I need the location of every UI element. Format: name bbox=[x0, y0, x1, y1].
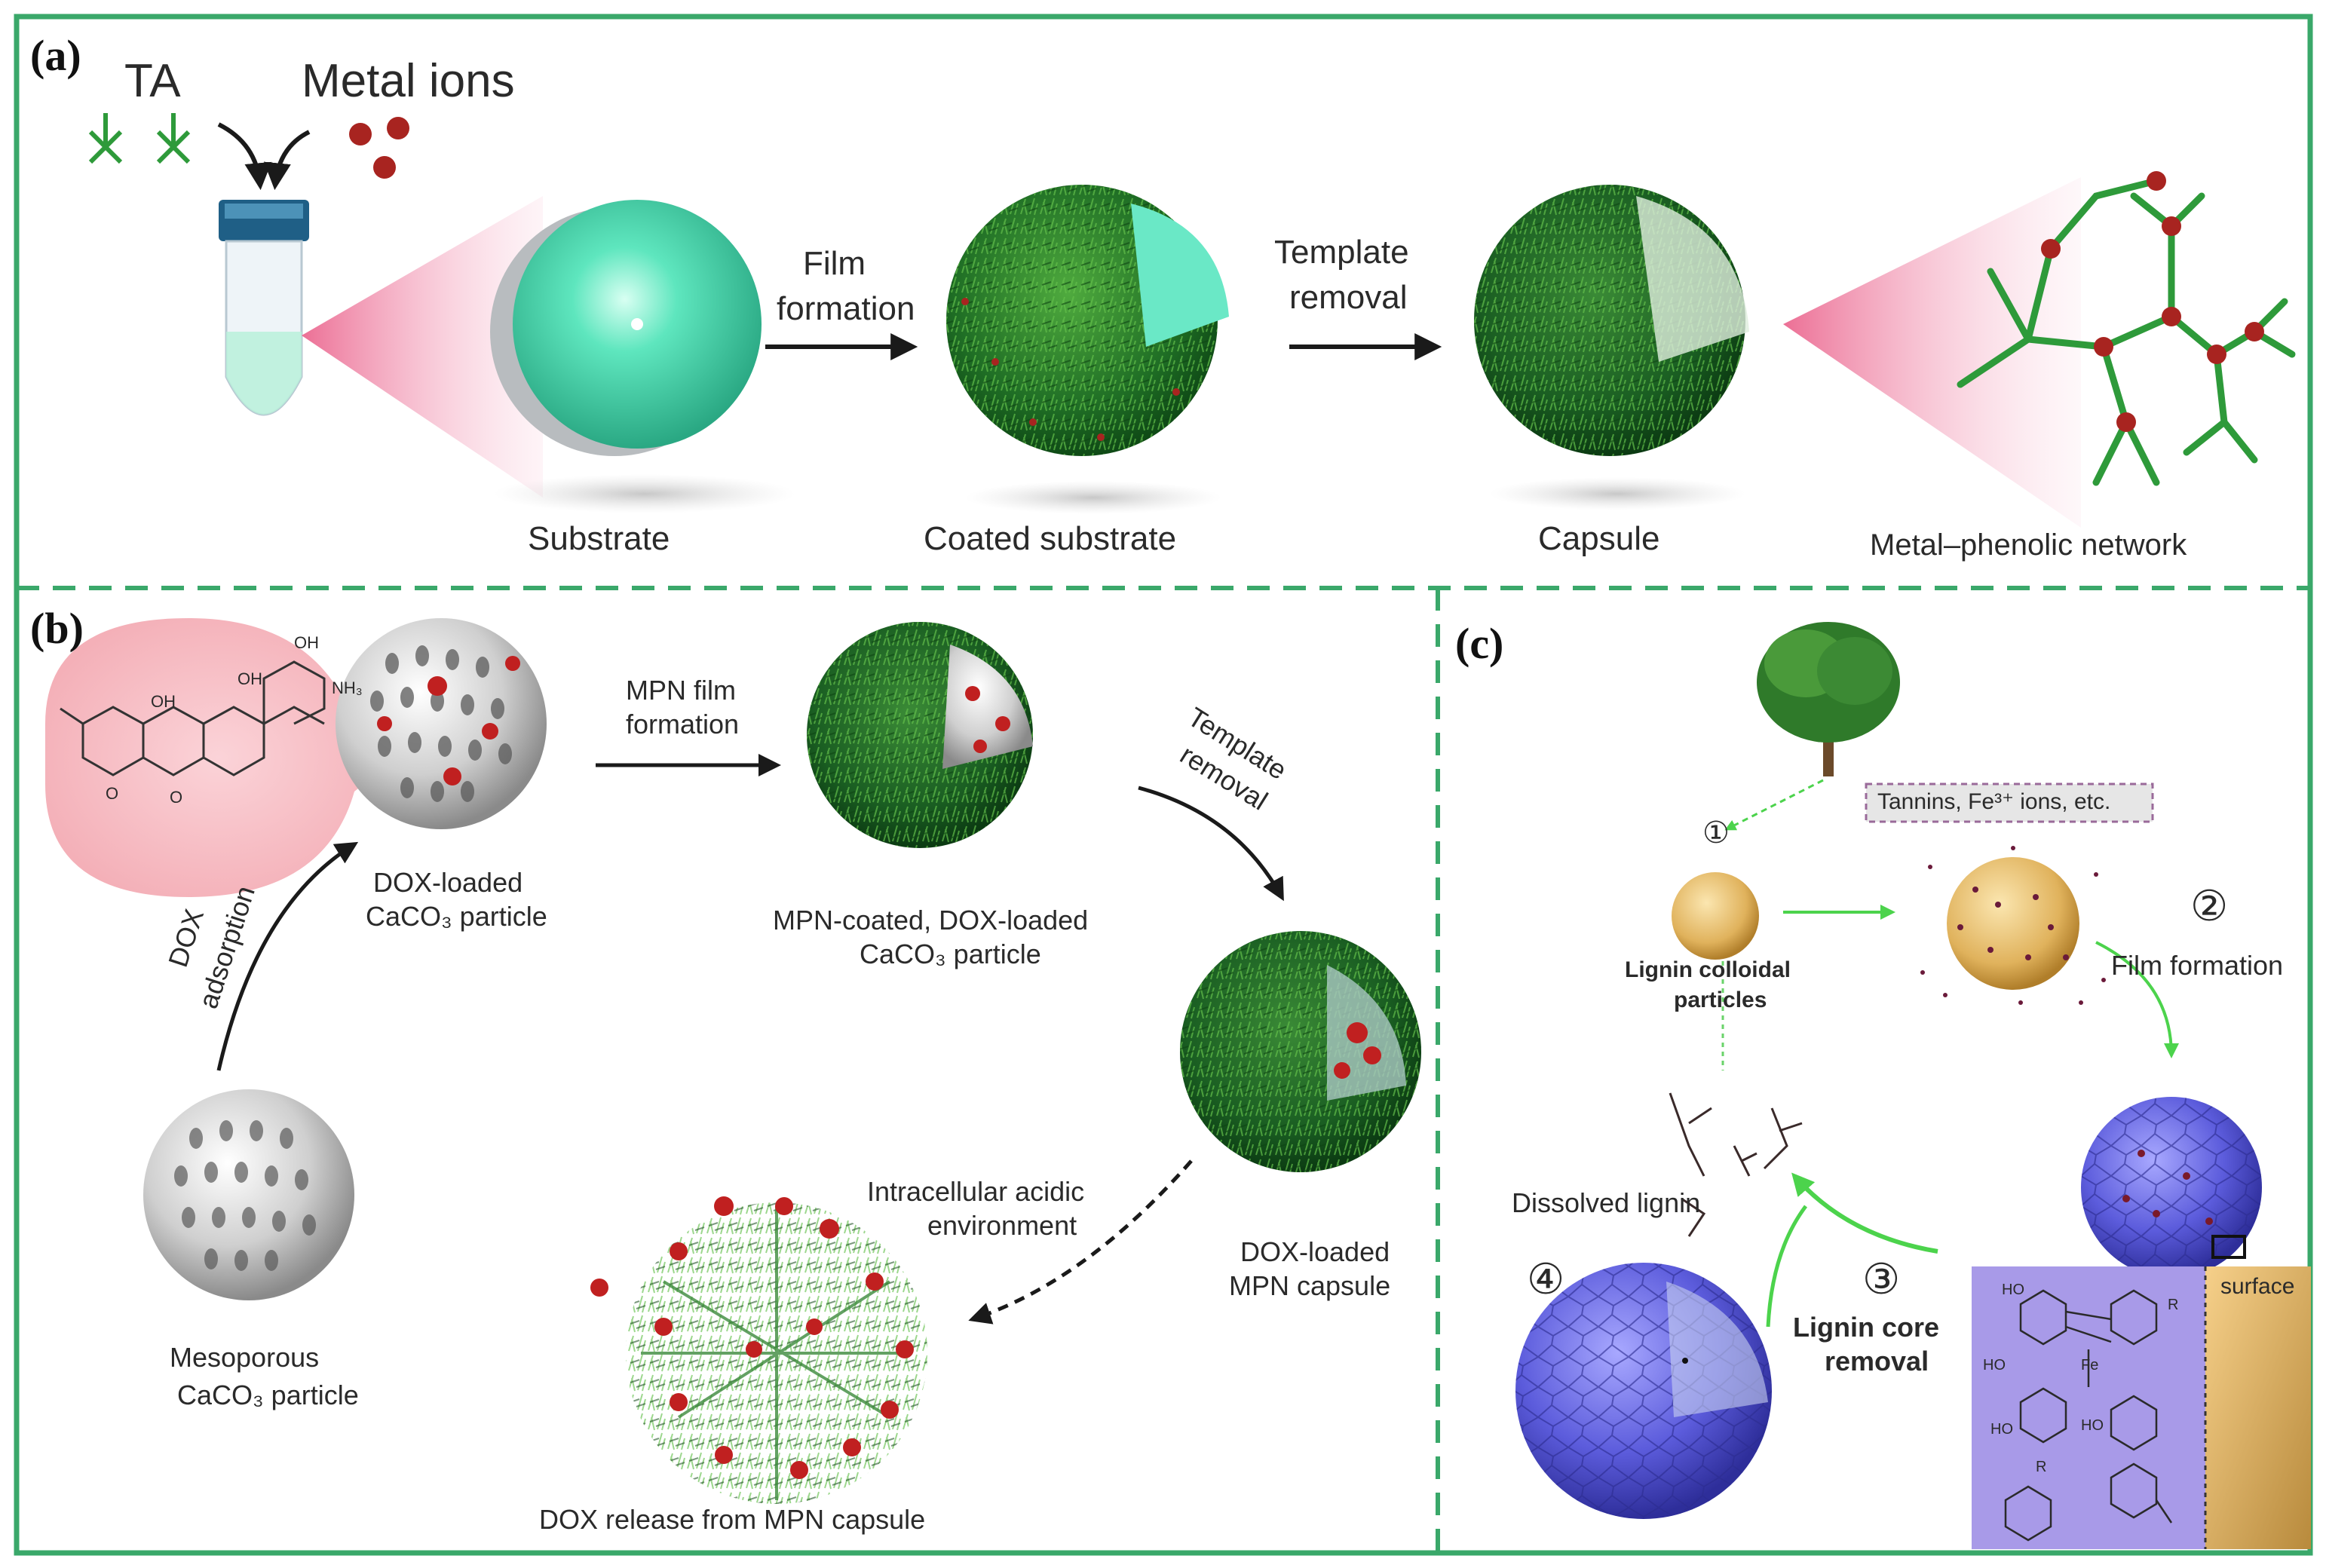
acidic-label-1: Intracellular acidic bbox=[867, 1176, 1085, 1207]
chem-ho-3: HO bbox=[1990, 1421, 2013, 1438]
chem-ho-1: HO bbox=[2002, 1282, 2024, 1298]
mol-oh-1: OH bbox=[238, 669, 262, 688]
mpn-film-label-1: MPN film bbox=[626, 675, 736, 706]
film-formation-label-c: Film formation bbox=[2111, 950, 2284, 981]
mol-oh-2: OH bbox=[151, 692, 176, 711]
mesoporous-label-1: Mesoporous bbox=[170, 1342, 320, 1373]
mpn-coated-label-2: CaCO₃ particle bbox=[860, 939, 1041, 969]
chemistry-zoom-panel bbox=[1972, 1266, 2205, 1549]
released-network bbox=[590, 1196, 927, 1504]
dissolved-lignin-fragments bbox=[1669, 1092, 1803, 1237]
mol-oh-3: OH bbox=[294, 633, 319, 652]
dox-structure bbox=[60, 660, 326, 776]
chem-ho-2: HO bbox=[1983, 1357, 2006, 1374]
step-4: ④ bbox=[1527, 1255, 1565, 1303]
panel-b-letter: (b) bbox=[30, 604, 84, 653]
network-label: Metal–phenolic network bbox=[1870, 528, 2187, 562]
coated-substrate-cutaway bbox=[1131, 204, 1229, 347]
template-label-line1: Template bbox=[1274, 234, 1409, 271]
mpn-coated-label-1: MPN-coated, DOX-loaded bbox=[773, 905, 1089, 936]
dox-adsorption-arrow bbox=[216, 841, 359, 1071]
mol-nh3: NH₃ bbox=[332, 678, 363, 697]
coated-substrate-label: Coated substrate bbox=[924, 520, 1177, 557]
lignin-label-1: Lignin colloidal bbox=[1625, 957, 1791, 982]
tree-icon bbox=[1757, 622, 1900, 776]
tannins-label: Tannins, Fe³⁺ ions, etc. bbox=[1877, 789, 2111, 814]
panel-frames bbox=[14, 14, 2313, 1556]
tannin-coated-particle bbox=[1947, 857, 2079, 990]
dox-release-label: DOX release from MPN capsule bbox=[539, 1504, 926, 1535]
panel-a-letter: (a) bbox=[30, 31, 81, 80]
lignin-label-2: particles bbox=[1674, 988, 1767, 1012]
dox-molecule-bubble bbox=[45, 618, 392, 897]
surface-label: surface bbox=[2220, 1274, 2295, 1299]
core-removal-label-1: Lignin core bbox=[1793, 1312, 1940, 1343]
core-removal-label-2: removal bbox=[1825, 1346, 1929, 1377]
template-label-line2: removal bbox=[1289, 279, 1408, 316]
chem-ho-4: HO bbox=[2081, 1417, 2104, 1434]
film-label-line1: Film bbox=[803, 245, 866, 282]
chem-r-2: R bbox=[2036, 1459, 2047, 1475]
zoom-cone bbox=[302, 196, 543, 498]
substrate-label: Substrate bbox=[528, 520, 670, 557]
step-2: ② bbox=[2190, 882, 2229, 929]
panel-a bbox=[88, 113, 2296, 528]
step-3: ③ bbox=[1862, 1255, 1901, 1303]
chem-r-1: R bbox=[2168, 1297, 2179, 1313]
template-removal-curve bbox=[1138, 786, 1284, 902]
mol-o-2: O bbox=[170, 788, 183, 807]
acidic-label-2: environment bbox=[927, 1210, 1077, 1241]
chem-fe: Fe bbox=[2081, 1357, 2099, 1374]
ta-molecule-icon bbox=[88, 113, 191, 164]
zoom-cone-2 bbox=[1783, 177, 2081, 528]
mol-o-1: O bbox=[106, 784, 119, 803]
capsule-label: Capsule bbox=[1538, 520, 1660, 557]
release-arrow bbox=[968, 1159, 1193, 1325]
surface-inset bbox=[2205, 1266, 2311, 1549]
film-label-line2: formation bbox=[777, 290, 915, 327]
mpn-film-label-2: formation bbox=[626, 709, 740, 740]
metal-ion-dots bbox=[349, 117, 409, 179]
chemistry-structure bbox=[2004, 1289, 2173, 1542]
lignin-colloidal-particle bbox=[1672, 872, 1759, 960]
test-tube-icon bbox=[219, 200, 309, 416]
curved-arrows bbox=[217, 122, 311, 191]
mesoporous-particle bbox=[143, 1089, 354, 1300]
tannin-dots bbox=[1920, 846, 2106, 1005]
panel-c-letter: (c) bbox=[1455, 619, 1504, 668]
dox-capsule-label-1: DOX-loaded bbox=[1240, 1236, 1390, 1267]
panel-b bbox=[45, 618, 1421, 1504]
core-removal-arrow bbox=[1791, 1172, 1938, 1254]
dox-capsule-label-2: MPN capsule bbox=[1229, 1270, 1391, 1301]
mesoporous-label-2: CaCO₃ particle bbox=[177, 1380, 359, 1410]
dox-loaded-label-2: CaCO₃ particle bbox=[366, 901, 547, 932]
ta-label: TA bbox=[124, 55, 181, 107]
metal-ions-label: Metal ions bbox=[302, 55, 515, 107]
dissolved-lignin-label: Dissolved lignin bbox=[1512, 1187, 1701, 1218]
tannins-box bbox=[1865, 782, 2154, 823]
particle-pores bbox=[370, 645, 512, 802]
network-metal-nodes bbox=[2041, 171, 2264, 432]
capsule-cutaway bbox=[1636, 196, 1749, 362]
dox-loaded-label-1: DOX-loaded bbox=[373, 867, 523, 898]
step-1: ① bbox=[1702, 816, 1730, 850]
panel-c bbox=[1515, 622, 2311, 1549]
